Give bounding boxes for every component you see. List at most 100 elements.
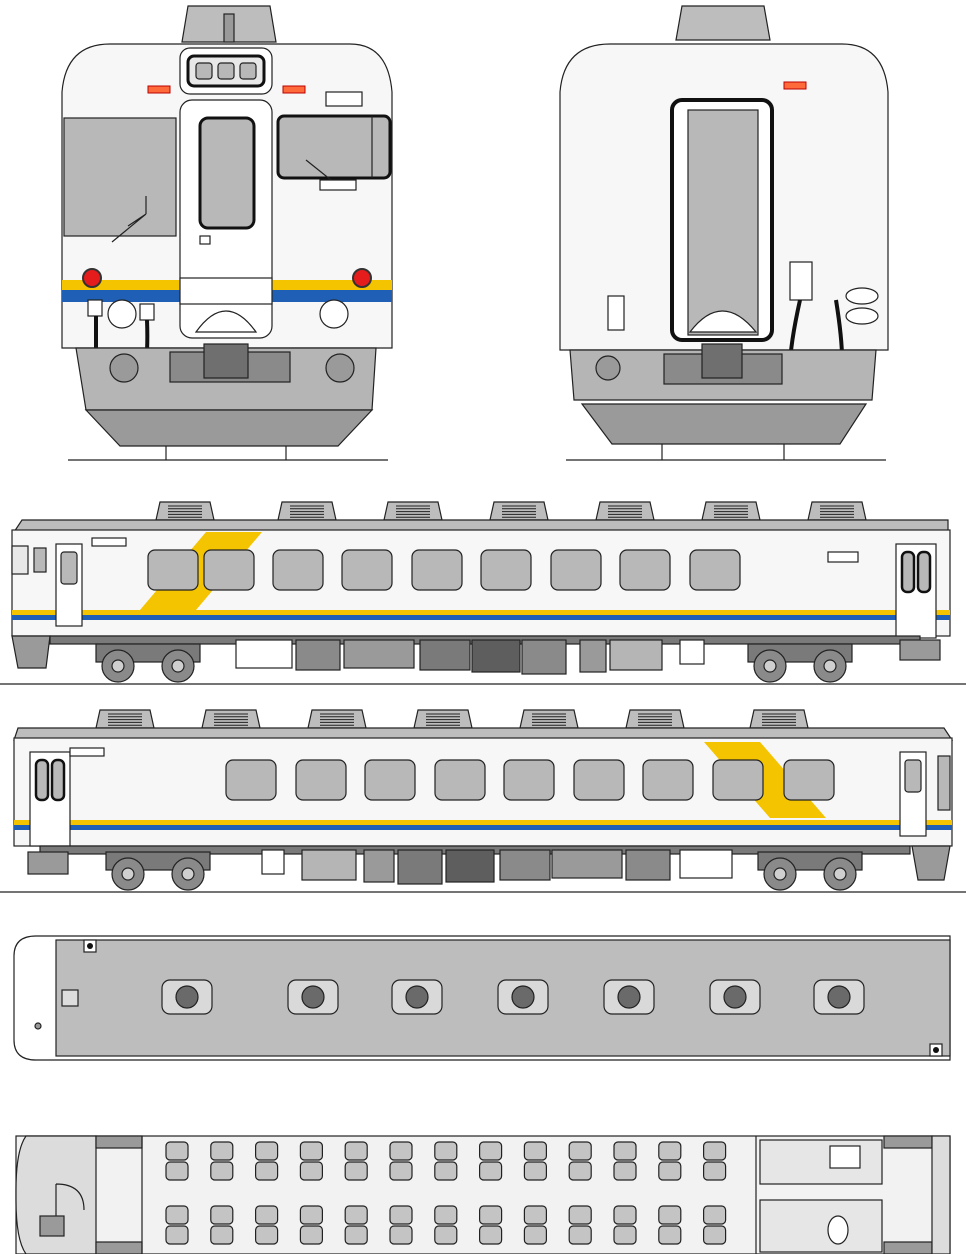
gangway-step <box>688 310 758 333</box>
left-windshield <box>63 117 177 237</box>
end-skirt-left <box>27 851 69 875</box>
vent-fan <box>511 985 535 1009</box>
number-plate <box>325 91 363 107</box>
seat <box>479 1161 503 1181</box>
seat <box>165 1141 189 1161</box>
vent-fan <box>617 985 641 1009</box>
coupler-head <box>203 343 249 379</box>
wheel-hub <box>181 867 195 881</box>
side-window <box>573 759 625 801</box>
seat <box>479 1141 503 1161</box>
underfloor-equipment <box>235 639 293 669</box>
seat <box>702 1225 727 1245</box>
seat <box>434 1161 458 1181</box>
wheel-hub <box>171 659 185 673</box>
toilet-bowl <box>827 1215 849 1245</box>
roof-hatch <box>61 989 79 1007</box>
seat <box>165 1161 189 1181</box>
seat <box>568 1225 592 1245</box>
seat <box>702 1161 727 1181</box>
seat <box>702 1141 727 1161</box>
seat <box>658 1161 682 1181</box>
seat <box>658 1225 682 1245</box>
seat <box>344 1225 368 1245</box>
side-window <box>689 549 741 591</box>
side-window <box>272 549 324 591</box>
seat <box>658 1205 682 1225</box>
roof-marker-dot <box>87 943 93 949</box>
side-view-right <box>0 709 966 893</box>
underfloor-equipment <box>471 639 521 673</box>
marker-light <box>82 268 102 288</box>
side-window <box>341 549 393 591</box>
wheel-hub <box>823 659 837 673</box>
buffer-air <box>325 353 355 383</box>
snowplow <box>84 409 374 447</box>
vent-fan <box>723 985 747 1009</box>
coupler-socket <box>107 299 137 329</box>
underfloor-equipment <box>499 849 551 881</box>
side-window <box>480 549 532 591</box>
seat <box>568 1205 592 1225</box>
end-wall <box>883 1241 933 1254</box>
underfloor-equipment <box>343 639 415 669</box>
side-window <box>642 759 694 801</box>
vestibule-wall <box>95 1241 143 1254</box>
seat <box>613 1161 637 1181</box>
rear-end-view <box>559 5 889 461</box>
seat <box>389 1205 413 1225</box>
wheel-hub <box>111 659 125 673</box>
electrical-box <box>607 295 625 331</box>
side-door-window <box>50 758 66 802</box>
cab-window <box>33 547 47 573</box>
side-door-window <box>60 551 78 585</box>
seat <box>299 1205 323 1225</box>
end-skirt <box>11 635 51 669</box>
roof-unit <box>675 5 771 41</box>
seat <box>568 1161 592 1181</box>
underfloor-equipment <box>295 639 341 671</box>
seat <box>568 1141 592 1161</box>
seat <box>344 1161 368 1181</box>
roof-marker-dot <box>933 1047 939 1053</box>
door-step <box>194 310 258 333</box>
seat <box>479 1225 503 1245</box>
snowplow <box>580 403 868 445</box>
label-plate <box>827 551 859 563</box>
tail-light <box>783 81 807 90</box>
blue-stripe <box>12 615 950 620</box>
wheel-hub <box>121 867 135 881</box>
seat <box>523 1161 548 1181</box>
end-skirt <box>911 845 951 881</box>
seat <box>344 1141 368 1161</box>
underfloor-equipment <box>397 849 443 885</box>
label-plate <box>69 747 105 757</box>
sink <box>829 1145 861 1169</box>
marker-light <box>352 268 372 288</box>
underfloor-equipment <box>679 639 705 665</box>
wheel-hub <box>763 659 777 673</box>
gangway-door <box>687 109 759 336</box>
underfloor-equipment <box>445 849 495 883</box>
vent-plate <box>319 179 357 191</box>
seat <box>210 1161 234 1181</box>
wheel-hub <box>773 867 787 881</box>
vent-fan <box>405 985 429 1009</box>
underfloor-equipment <box>521 639 567 675</box>
side-door-window <box>900 550 916 594</box>
connector <box>87 299 103 317</box>
seat <box>389 1225 413 1245</box>
vestibule-wall <box>95 1135 143 1149</box>
side-door-window <box>904 759 922 793</box>
seat <box>479 1205 503 1225</box>
marker-plate <box>845 307 879 325</box>
door-handle <box>199 235 211 245</box>
seat <box>523 1225 548 1245</box>
coupler-head <box>701 343 743 379</box>
roof-lamp <box>34 1022 42 1030</box>
side-window <box>619 549 671 591</box>
connector <box>139 303 155 321</box>
side-window <box>434 759 486 801</box>
underfloor-equipment <box>625 849 671 881</box>
toilet-room <box>759 1139 883 1185</box>
